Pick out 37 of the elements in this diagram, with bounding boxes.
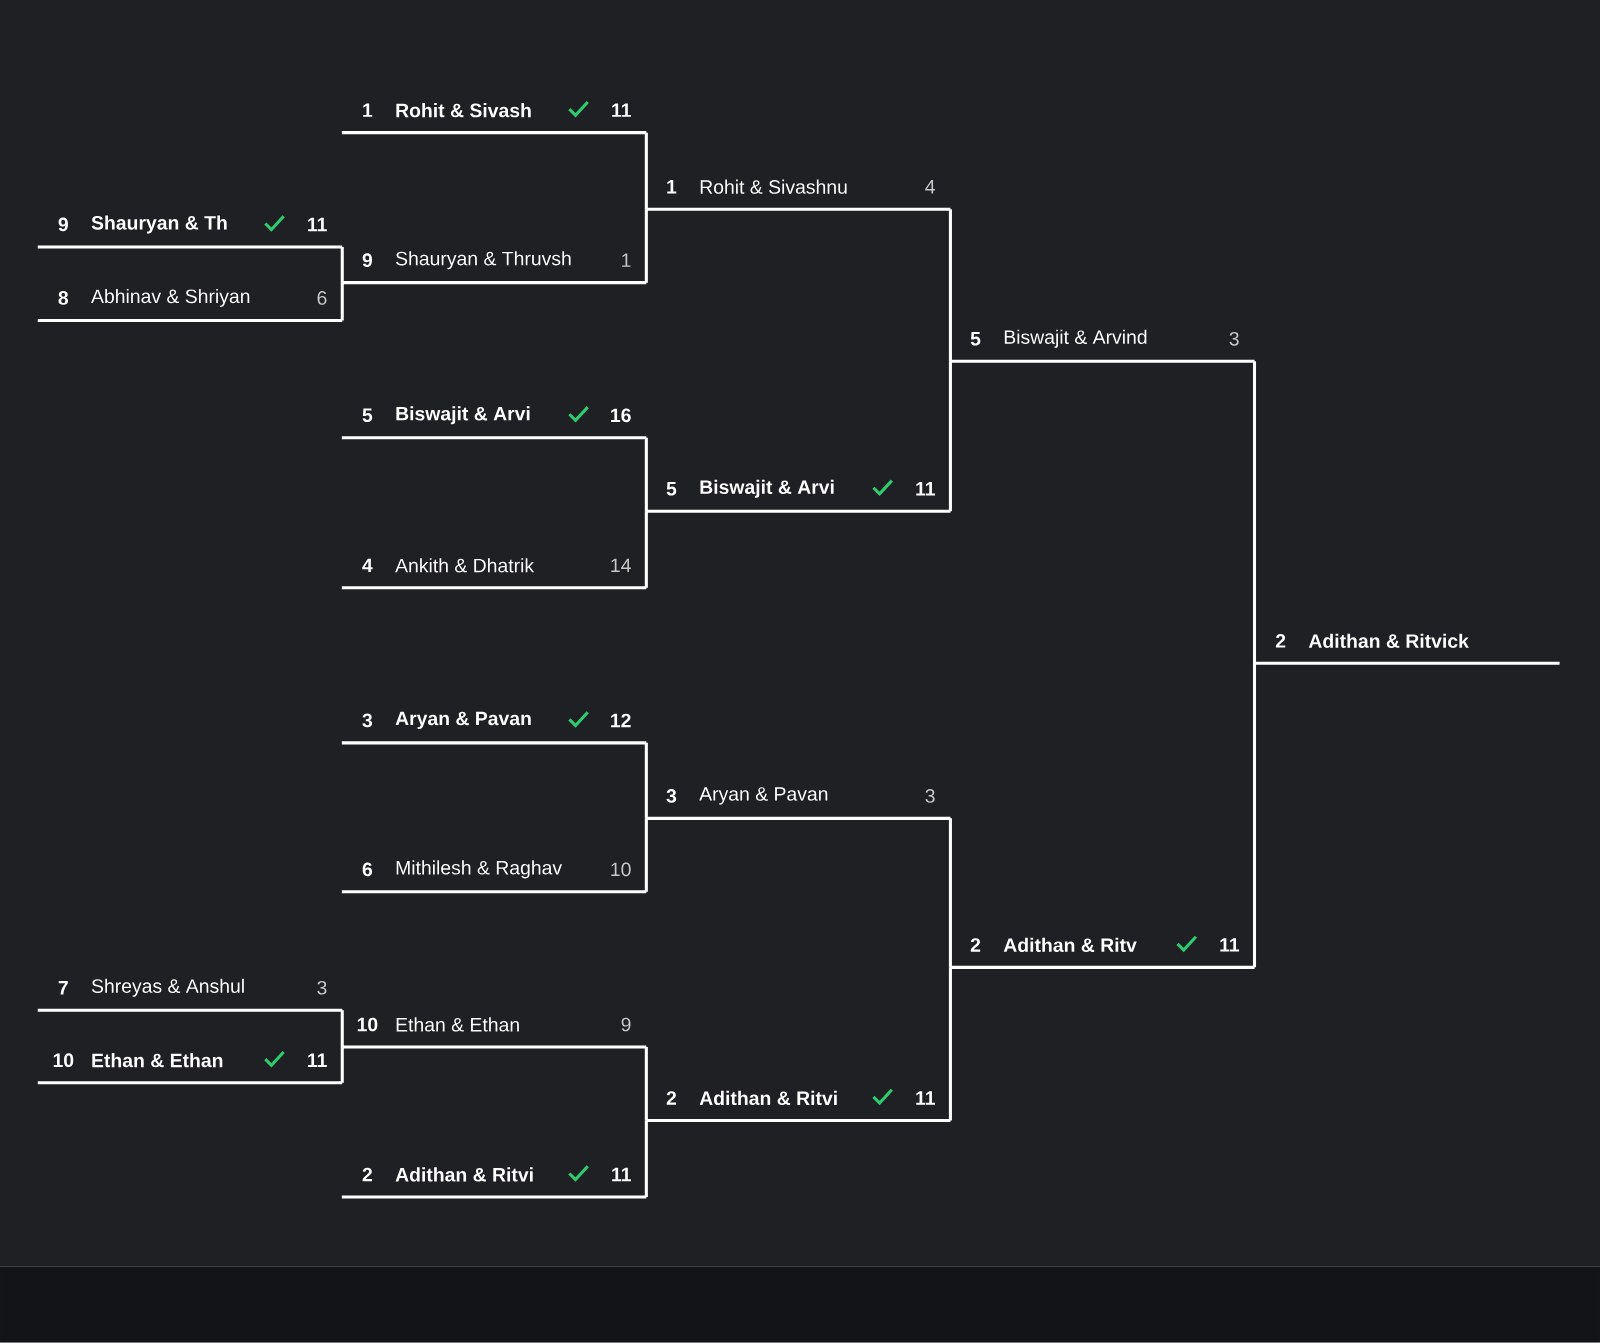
bracket-connector <box>644 437 648 513</box>
bracket-connector <box>948 818 952 969</box>
bracket-slot: 5 Biswajit & Arvind 3 <box>950 329 1255 363</box>
bracket-slot: 9 Shauryan & Th 11 <box>37 215 343 249</box>
bracket-connector <box>644 1118 648 1197</box>
bracket-slot: 3 Aryan & Pavan 3 <box>645 787 951 820</box>
bracket-connector <box>1253 361 1257 665</box>
bracket-slot: 4 Ankith & Dhatrik 14 <box>341 558 647 590</box>
bracket-slot: 3 Aryan & Pavan 12 <box>341 711 647 745</box>
bracket-connector <box>340 1010 344 1049</box>
bracket-connector <box>340 247 344 285</box>
bracket-connector <box>644 742 648 820</box>
bracket-slot: 2 Adithan & Ritvi 11 <box>645 1088 951 1122</box>
bracket-slot: 6 Mithilesh & Raghav 10 <box>341 860 647 894</box>
bracket-connector <box>644 207 648 283</box>
bracket-connector <box>340 1045 344 1083</box>
bracket-connector <box>340 281 344 321</box>
bracket-slot: 8 Abhinav & Shriyan 6 <box>37 289 343 322</box>
bracket-slot: 9 Shauryan & Thruvsh 1 <box>341 251 647 285</box>
bracket-connector <box>1253 661 1257 968</box>
bracket-slot: 2 Adithan & Ritv 11 <box>950 935 1255 969</box>
bracket-connector <box>644 132 648 211</box>
bracket-slot: 1 Rohit & Sivash 11 <box>341 101 647 135</box>
bracket-connector <box>644 509 648 588</box>
bracket-connector <box>948 965 952 1121</box>
bracket-slot: 2 Adithan & Ritvick <box>1255 633 1560 665</box>
bracket-slot: 10 Ethan & Ethan 11 <box>37 1051 343 1085</box>
bracket-slot: 5 Biswajit & Arvi 16 <box>341 406 647 440</box>
bracket-connector <box>644 1047 648 1122</box>
bracket-slot: 2 Adithan & Ritvi 11 <box>341 1165 647 1199</box>
bracket-slot: 5 Biswajit & Arvi 11 <box>645 479 951 513</box>
bracket-slot: 7 Shreyas & Anshul 3 <box>37 978 343 1012</box>
bracket-slot: 10 Ethan & Ethan 9 <box>341 1017 647 1049</box>
bracket-slot: 1 Rohit & Sivashnu 4 <box>645 179 951 211</box>
bracket-connector <box>948 209 952 363</box>
bracket-connector <box>644 816 648 892</box>
bracket-connector <box>948 359 952 512</box>
